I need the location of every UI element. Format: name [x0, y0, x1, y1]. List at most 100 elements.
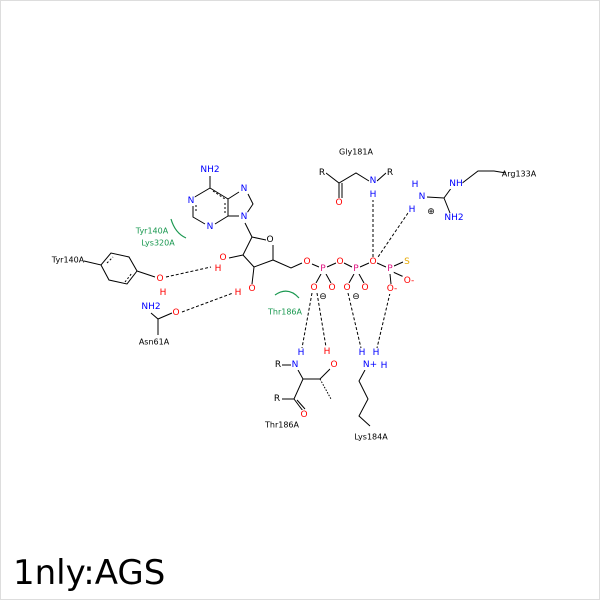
atom-label-bg — [159, 288, 167, 298]
atom-label-bg — [214, 264, 222, 274]
atom-label-bg — [240, 184, 248, 194]
atom-label: S — [404, 257, 410, 267]
atom-label: O — [219, 253, 226, 263]
atom-label-bg — [141, 302, 161, 312]
residue-labels: Gly181A Arg133A Tyr140A Tyr140A Lys320A … — [51, 148, 537, 442]
atom-label: R — [319, 168, 325, 178]
atom-label: H — [381, 361, 388, 371]
atom-label: N — [241, 184, 248, 194]
atom-label: N — [292, 360, 299, 370]
atom-label: N+ — [363, 360, 377, 370]
atom-label-bg — [386, 168, 394, 178]
atom-label-bg — [200, 165, 220, 175]
atom-label: O- — [387, 284, 398, 294]
atom-label-bg — [248, 284, 256, 294]
atom-label: O- — [404, 276, 415, 286]
atom-label: O — [266, 235, 273, 245]
atom-label: N — [370, 176, 377, 186]
atom-label: H — [215, 264, 222, 274]
residue-label-tyr140-hydrophobic: Tyr140A — [135, 227, 169, 236]
atom-label-bg — [297, 348, 305, 358]
atom-label: NH2 — [200, 165, 219, 175]
atom-label: R — [274, 394, 280, 404]
atom-label-bg — [310, 283, 318, 293]
atom-label: ⊖ — [319, 292, 327, 302]
atom-label: H — [324, 347, 331, 357]
atom-label: H — [373, 348, 380, 358]
atom-label-bg — [411, 180, 419, 190]
atom-label: O — [310, 283, 317, 293]
atom-label: O — [336, 257, 343, 267]
atom-label-bg — [172, 308, 180, 318]
atom-label: N — [188, 196, 195, 206]
atom-label-bg — [330, 360, 338, 370]
atom-label-bg — [408, 205, 416, 215]
atom-label: P — [353, 264, 359, 274]
atom-label-bg — [335, 198, 343, 208]
atom-label: O — [361, 283, 368, 293]
atom-label-bg — [291, 360, 299, 370]
atom-label: O — [369, 257, 376, 267]
atom-label-bg — [372, 348, 380, 358]
atom-label-bg — [219, 253, 227, 263]
atom-label-bg — [300, 410, 308, 420]
atom-label-bg — [274, 360, 282, 370]
atom-label-bg — [240, 212, 248, 222]
atom-label-bg — [369, 257, 377, 267]
atom-label: N — [241, 212, 248, 222]
atom-label-bg — [358, 348, 366, 358]
atom-label: N — [419, 192, 426, 202]
atom-label: O — [172, 308, 179, 318]
atom-label-bg — [369, 176, 377, 186]
atom-label-bg — [156, 274, 164, 284]
atom-label-bg — [427, 207, 435, 217]
atom-label-bg — [449, 179, 463, 189]
atom-label-bg — [369, 190, 377, 200]
atom-label-bg — [352, 264, 360, 274]
atom-label-bg — [386, 264, 394, 274]
atom-label: O — [248, 284, 255, 294]
atom-label-bg — [385, 284, 399, 294]
atom-label-bg — [187, 196, 195, 206]
residue-label-tyr140: Tyr140A — [51, 256, 85, 265]
atom-label: O — [343, 283, 350, 293]
atom-label: O — [335, 198, 342, 208]
atom-label-bg — [343, 283, 351, 293]
structure-title: 1nly:AGS — [13, 553, 166, 593]
hydrophobic-contacts — [170, 218, 300, 299]
atom-label-bg — [323, 347, 331, 357]
atom-label: H — [409, 205, 416, 215]
atom-label: O — [328, 283, 335, 293]
residue-label-asn61: Asn61A — [139, 338, 170, 347]
atom-label-bg — [273, 394, 281, 404]
atom-label: H — [160, 288, 167, 298]
atom-label-bg — [266, 235, 274, 245]
atom-label: H — [298, 348, 305, 358]
atom-label-bg — [206, 222, 214, 232]
residue-label-arg133: Arg133A — [502, 170, 537, 179]
atom-label-bg — [336, 257, 344, 267]
residue-label-gly181: Gly181A — [339, 148, 373, 157]
atom-label: H — [370, 190, 377, 200]
hydrogen-bonds — [165, 199, 409, 349]
atom-label: P — [320, 264, 326, 274]
bonds — [83, 170, 507, 427]
atom-label-bg — [234, 288, 242, 298]
atom-label: O — [300, 410, 307, 420]
atom-label: O — [303, 257, 310, 267]
atom-label-bg — [402, 276, 416, 286]
atom-label: H — [412, 180, 419, 190]
atom-label: P — [387, 264, 393, 274]
atom-label-bg — [380, 361, 388, 371]
atom-label-bg — [418, 192, 426, 202]
atom-label: H — [359, 348, 366, 358]
atom-label: N — [207, 222, 214, 232]
atom-label-bg — [363, 360, 377, 370]
residue-label-thr186-hydrophobic: Thr186A — [267, 308, 303, 317]
atom-label: O — [156, 274, 163, 284]
atom-label: R — [387, 168, 393, 178]
atom-label: NH2 — [444, 213, 463, 223]
atom-label-bg — [403, 257, 411, 267]
